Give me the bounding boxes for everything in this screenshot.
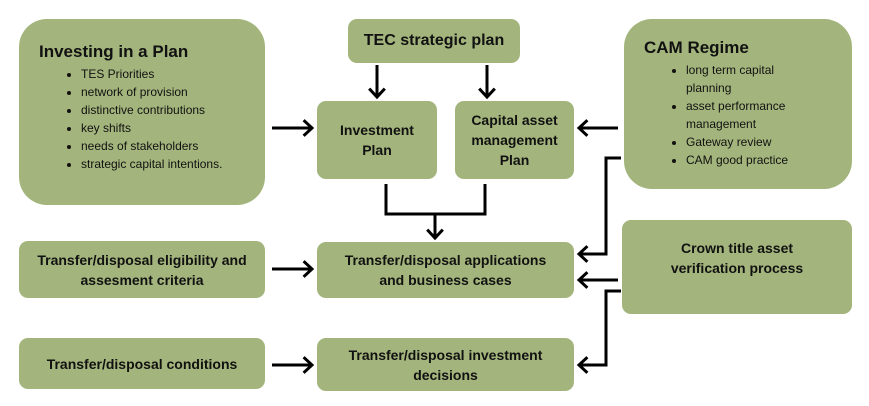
investment-plan-box: Investment Plan <box>317 101 437 179</box>
applications-label: Transfer/disposal applications and busin… <box>344 252 547 288</box>
arrow-cam-to-applications <box>576 156 621 263</box>
cam-regime-title: CAM Regime <box>644 38 749 57</box>
list-item: strategic capital intentions. <box>81 155 265 173</box>
list-item: key shifts <box>81 119 265 137</box>
crown-title-label: Crown title asset verification process <box>670 240 804 276</box>
tec-strategic-plan-box: TEC strategic plan <box>348 19 520 63</box>
investing-in-a-plan-title: Investing in a Plan <box>39 42 189 61</box>
investing-in-a-plan-box: Investing in a Plan TES Priorities netwo… <box>19 19 265 205</box>
list-item: TES Priorities <box>81 65 265 83</box>
list-item: distinctive contributions <box>81 101 265 119</box>
list-item: Gateway review <box>686 133 796 151</box>
tec-strategic-plan-label: TEC strategic plan <box>363 32 505 49</box>
crown-title-box: Crown title asset verification process <box>622 220 852 314</box>
eligibility-criteria-label: Transfer/disposal eligibility and assesm… <box>37 251 247 288</box>
capital-asset-management-plan-box: Capital asset management Plan <box>455 101 574 179</box>
list-item: network of provision <box>81 83 265 101</box>
list-item: CAM good practice <box>686 151 796 169</box>
investment-plan-label: Investment Plan <box>340 122 414 158</box>
merge-connector <box>384 184 487 216</box>
capital-asset-management-plan-label: Capital asset management Plan <box>471 112 558 168</box>
applications-box: Transfer/disposal applications and busin… <box>317 242 574 298</box>
conditions-label: Transfer/disposal conditions <box>46 355 238 372</box>
eligibility-criteria-box: Transfer/disposal eligibility and assesm… <box>19 241 265 298</box>
list-item: long term capital planning <box>686 61 796 97</box>
arrow-crown-to-decisions <box>576 289 621 374</box>
list-item: asset performance management <box>686 97 796 133</box>
cam-regime-box: CAM Regime long term capital planning as… <box>624 19 852 189</box>
investment-decisions-label: Transfer/disposal investment decisions <box>348 346 543 383</box>
conditions-box: Transfer/disposal conditions <box>19 338 265 389</box>
list-item: needs of stakeholders <box>81 137 265 155</box>
investing-in-a-plan-list: TES Priorities network of provision dist… <box>39 65 265 173</box>
investment-decisions-box: Transfer/disposal investment decisions <box>317 338 574 391</box>
cam-regime-list: long term capital planning asset perform… <box>644 61 796 169</box>
